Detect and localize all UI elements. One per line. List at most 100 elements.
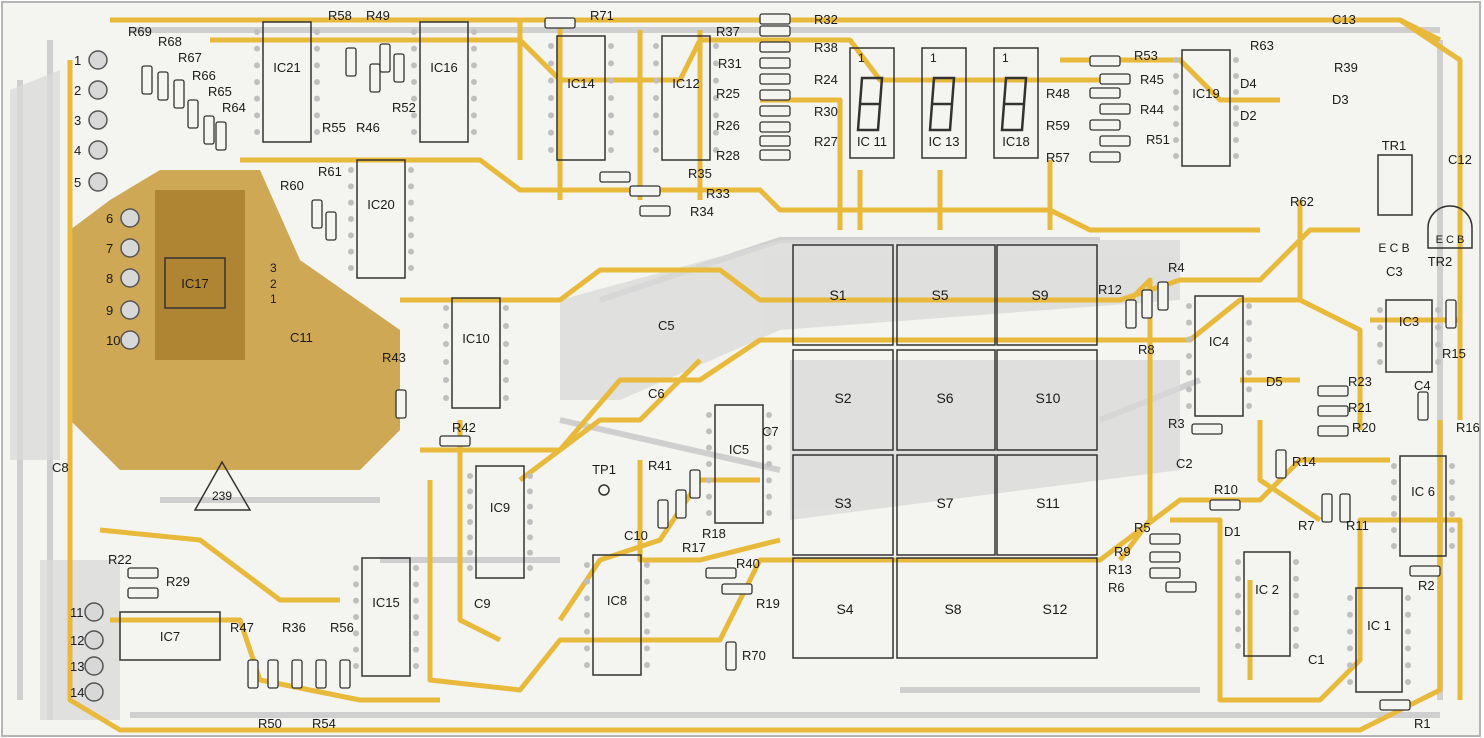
ic-pin xyxy=(1377,324,1383,331)
component-label: C8 xyxy=(52,460,69,475)
board-number-mark: 239 xyxy=(193,460,252,511)
ic-pin xyxy=(1233,57,1239,63)
component-label: R29 xyxy=(166,574,190,589)
component-label: R57 xyxy=(1046,150,1070,165)
component-label: C3 xyxy=(1386,264,1403,279)
ic-pin xyxy=(503,305,509,311)
ic-pin xyxy=(608,43,614,49)
ic-pin xyxy=(1435,324,1441,331)
component-label: R69 xyxy=(128,24,152,39)
ic-pin xyxy=(713,147,719,153)
resistor-body xyxy=(759,25,791,37)
ic-pin xyxy=(766,510,772,516)
component-label: R64 xyxy=(222,100,246,115)
resistor-body xyxy=(1141,289,1153,319)
component-label: R10 xyxy=(1214,482,1238,497)
ic-pin xyxy=(348,265,354,271)
ic-pin xyxy=(1377,359,1383,365)
component-label: R1 xyxy=(1414,716,1431,731)
ic-pin xyxy=(1233,89,1239,95)
ic-pin xyxy=(713,112,719,119)
ic-pin xyxy=(254,129,260,135)
ic-pin xyxy=(527,565,533,571)
component-label: R4 xyxy=(1168,260,1185,275)
ic-pin xyxy=(644,578,650,585)
ic-body xyxy=(419,21,469,143)
ic-pin xyxy=(766,412,772,418)
ic-pin xyxy=(1293,559,1299,565)
resistor-body xyxy=(1417,391,1429,421)
ic-pin xyxy=(348,216,354,222)
ic-pin xyxy=(653,95,659,101)
ic-pin xyxy=(443,305,449,311)
resistor-body xyxy=(1321,493,1333,523)
resistor-body xyxy=(1339,493,1351,523)
switch-label: S9 xyxy=(1031,287,1048,303)
switch-label: S4 xyxy=(836,601,853,617)
ic-pin xyxy=(527,534,533,541)
connector-pad xyxy=(84,630,104,650)
component-label: R18 xyxy=(702,526,726,541)
display-label: IC 11 xyxy=(857,134,887,149)
component-label: R5 xyxy=(1134,520,1151,535)
resistor-body xyxy=(759,13,791,25)
component-label: R70 xyxy=(742,648,766,663)
ic-pin xyxy=(713,43,719,49)
ic-pin xyxy=(584,578,590,585)
resistor-body xyxy=(544,17,576,29)
ic-pin xyxy=(467,488,473,495)
component-label: R43 xyxy=(382,350,406,365)
component-label: R53 xyxy=(1134,48,1158,63)
ic-pin xyxy=(653,147,659,153)
ic-pin xyxy=(314,45,320,52)
ic-pin xyxy=(527,488,533,495)
ic-pin xyxy=(314,29,320,35)
ic-pin xyxy=(443,323,449,329)
ic-pin xyxy=(1235,559,1241,565)
resistor-body xyxy=(127,587,159,599)
ic-pin xyxy=(353,663,359,669)
transistor-tr2: E C B TR2 xyxy=(1427,205,1473,269)
ic-pin xyxy=(443,395,449,401)
ic-body xyxy=(1355,587,1403,693)
component-label: R56 xyxy=(330,620,354,635)
ic-pin xyxy=(608,77,614,84)
ic-label: IC4 xyxy=(1209,334,1229,349)
ic-pin xyxy=(353,630,359,637)
resistor-body xyxy=(203,115,215,145)
component-label: R27 xyxy=(814,134,838,149)
component-label: R52 xyxy=(392,100,416,115)
ic-pin xyxy=(706,412,712,418)
switch-cell xyxy=(792,349,894,451)
ic-pin xyxy=(644,628,650,635)
ic-pin xyxy=(408,167,414,173)
resistor-body xyxy=(141,65,153,95)
ic-body xyxy=(1399,455,1447,557)
resistor-body xyxy=(675,489,687,519)
ic-pin xyxy=(471,129,477,135)
ic-pin xyxy=(644,645,650,652)
ic-pin xyxy=(1173,121,1179,127)
ic-pin xyxy=(467,565,473,571)
ic-pin xyxy=(353,614,359,620)
ic-pin xyxy=(584,645,590,652)
component-label: C6 xyxy=(648,386,665,401)
resistor-body xyxy=(1089,55,1121,67)
ic-label: IC9 xyxy=(490,500,510,515)
connector-pin-label: 5 xyxy=(74,175,81,190)
ic-body xyxy=(1194,295,1244,417)
ic-pin xyxy=(706,461,712,467)
ic-pin xyxy=(584,612,590,618)
component-label: R21 xyxy=(1348,400,1372,415)
component-label: R39 xyxy=(1334,60,1358,75)
ic-pin xyxy=(608,112,614,119)
resistor-body xyxy=(291,659,303,689)
connector-pad xyxy=(88,50,108,70)
ic-pin xyxy=(1173,105,1179,111)
ic-pin xyxy=(1405,628,1411,635)
ic-pin xyxy=(1293,592,1299,599)
test-point-label: TP1 xyxy=(592,462,616,477)
switch-label: S1 xyxy=(829,287,846,303)
connector-pin-label: 6 xyxy=(106,211,113,226)
transistor-tr1: TR1 E C B xyxy=(1377,138,1413,255)
